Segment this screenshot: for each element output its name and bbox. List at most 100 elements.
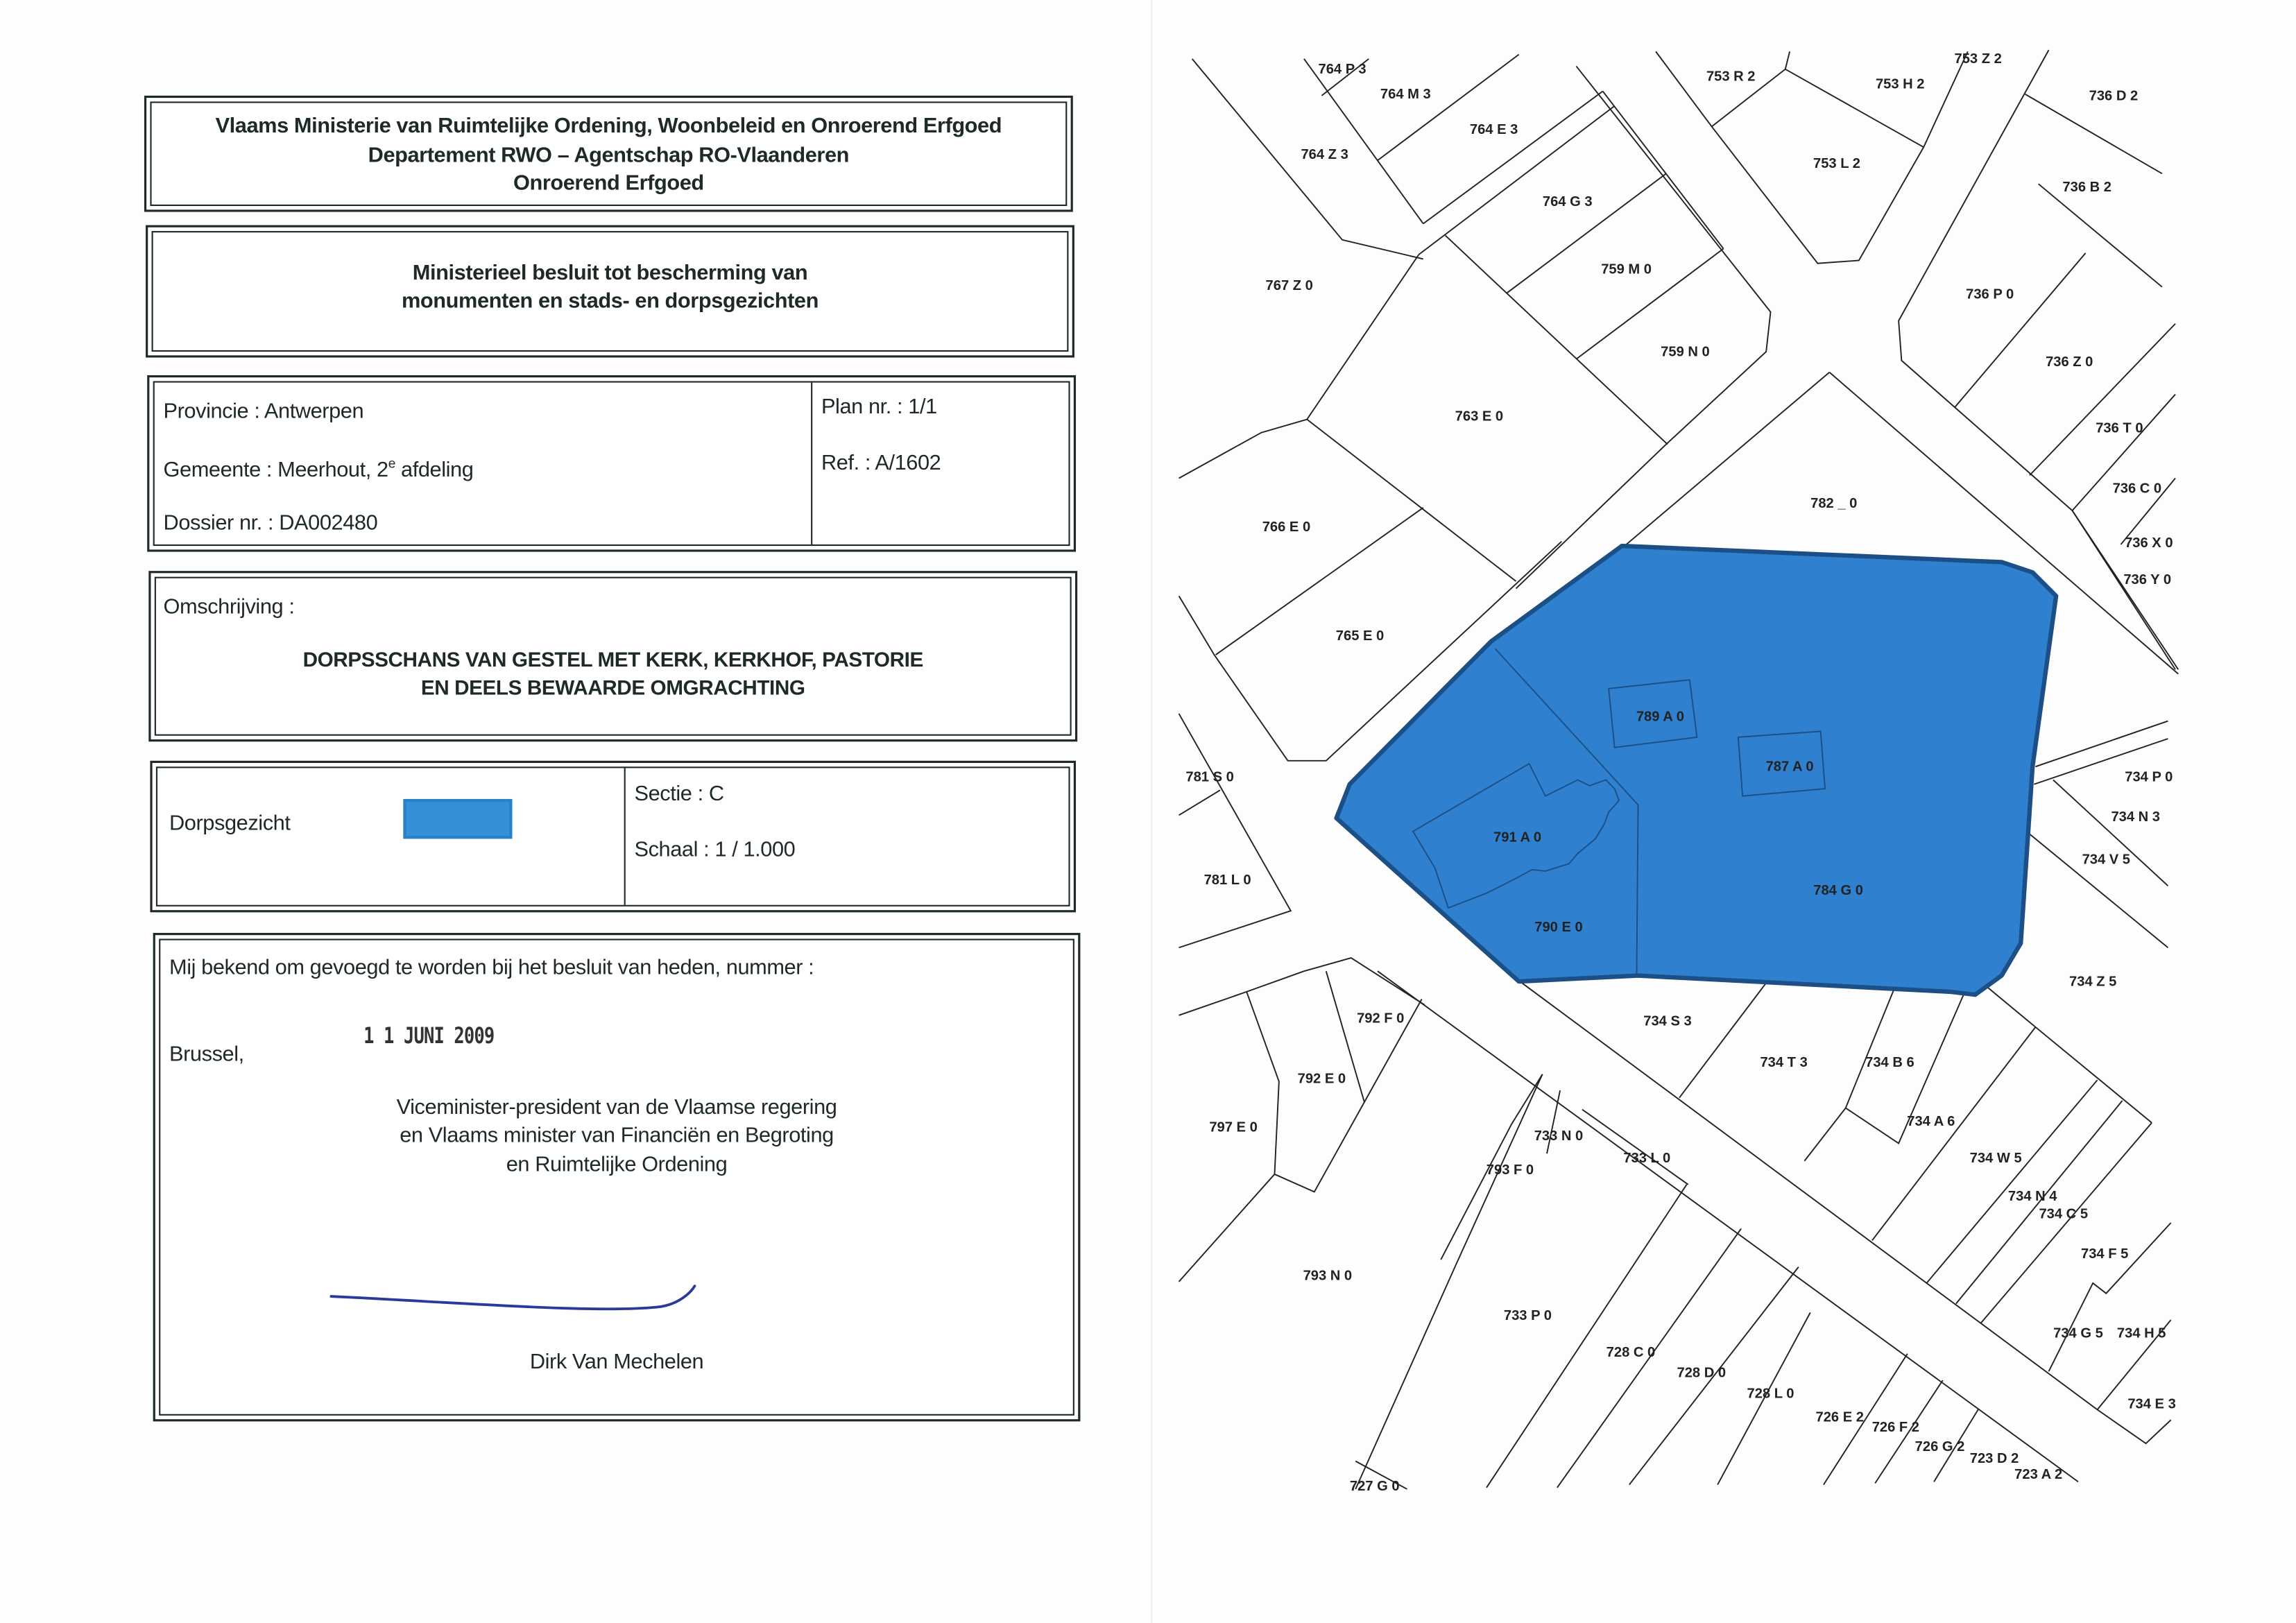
parcel-boundary-line xyxy=(1784,51,1791,69)
parcel-label: 764 Z 3 xyxy=(1301,147,1348,162)
parcel-boundary-line xyxy=(1178,541,1562,762)
ministry-name: Vlaams Ministerie van Ruimtelijke Ordeni… xyxy=(215,114,1002,139)
parcel-label: 764 G 3 xyxy=(1543,194,1593,209)
parcel-boundary-line xyxy=(2048,1222,2172,1372)
parcel-label: 782 _ 0 xyxy=(1810,496,1857,511)
parcel-label: 759 N 0 xyxy=(1661,344,1710,359)
parcel-label: 734 G 5 xyxy=(2053,1325,2103,1341)
parcel-boundary-line xyxy=(2035,720,2168,768)
parcel-boundary-line xyxy=(1325,970,1365,1103)
divider xyxy=(811,382,813,544)
decree-title-line1: Ministerieel besluit tot bescherming van xyxy=(412,261,808,286)
parcel-boundary-line xyxy=(1575,65,1772,445)
parcel-boundary-line xyxy=(2038,183,2163,288)
parcel-label: 790 E 0 xyxy=(1534,920,1582,935)
handwritten-signature xyxy=(329,1285,696,1311)
parcel-label: 728 C 0 xyxy=(1607,1345,1656,1360)
legend-label-dorpsgezicht: Dorpsgezicht xyxy=(169,812,291,836)
parcel-boundary-line xyxy=(1898,49,2179,670)
parcel-label: 767 Z 0 xyxy=(1266,278,1313,293)
decree-title-line2: monumenten en stads- en dorpsgezichten xyxy=(401,289,819,314)
parcel-label: 736 C 0 xyxy=(2113,481,2162,497)
church-outline xyxy=(1412,762,1620,909)
description-line1: DORPSSCHANS VAN GESTEL MET KERK, KERKHOF… xyxy=(302,647,924,671)
parcel-label: 787 A 0 xyxy=(1766,759,1814,775)
parcel-boundary-line xyxy=(1377,53,1520,162)
parcel-label: 734 W 5 xyxy=(1970,1151,2022,1166)
parcel-boundary-line xyxy=(1178,999,1423,1282)
parcel-boundary-line xyxy=(1980,1122,2152,1323)
parcel-boundary-line xyxy=(2071,393,2176,511)
parcel-label: 759 M 0 xyxy=(1601,262,1652,277)
parcel-label: 784 G 0 xyxy=(1813,883,1863,898)
parcel-label: 734 A 6 xyxy=(1907,1114,1955,1129)
ministry-header-box: Vlaams Ministerie van Ruimtelijke Ordeni… xyxy=(150,101,1068,207)
parcel-label: 726 G 2 xyxy=(1915,1439,1965,1454)
parcel-boundary-line xyxy=(1804,988,1895,1162)
parcel-boundary-line xyxy=(1955,1100,2123,1305)
parcel-label: 734 T 3 xyxy=(1760,1055,1807,1070)
parcel-label: 734 B 6 xyxy=(1865,1055,1914,1070)
parcel-label: 766 E 0 xyxy=(1262,519,1310,535)
parcel-label: 734 S 3 xyxy=(1643,1014,1691,1029)
parcel-label: 791 A 0 xyxy=(1493,830,1541,845)
parcel-label: 792 E 0 xyxy=(1298,1071,1346,1086)
provincie-field: Provincie : Antwerpen xyxy=(163,400,364,424)
parcel-boundary-line xyxy=(1377,970,2079,1483)
parcel-label: 764 E 3 xyxy=(1470,122,1518,137)
reference-field: Ref. : A/1602 xyxy=(821,452,941,476)
parcel-label: 727 G 0 xyxy=(1350,1479,1400,1494)
parcel-boundary-line xyxy=(1306,418,1517,582)
parcel-label: 753 H 2 xyxy=(1876,76,1925,92)
gemeente-text: Gemeente : Meerhout, 2 xyxy=(163,458,389,483)
parcel-boundary-line xyxy=(1679,982,1767,1099)
parcel-label: 797 E 0 xyxy=(1209,1119,1257,1135)
parcel-boundary-line xyxy=(1575,248,1724,360)
signatory-role-line1: Viceminister-president van de Vlaamse re… xyxy=(396,1096,837,1120)
parcel-label: 753 L 2 xyxy=(1813,156,1860,171)
parcel-label: 734 H 5 xyxy=(2117,1325,2166,1341)
signatory-name: Dirk Van Mechelen xyxy=(529,1350,704,1375)
parcel-label: 733 N 0 xyxy=(1534,1128,1584,1144)
parcel-boundary-line xyxy=(1625,372,1831,545)
parcel-boundary-line xyxy=(1933,1409,1979,1482)
parcel-boundary-line xyxy=(1418,105,1616,255)
parcel-label: 723 D 2 xyxy=(1970,1451,2019,1466)
parcel-label: 728 L 0 xyxy=(1747,1386,1794,1401)
department-name: Departement RWO – Agentschap RO-Vlaander… xyxy=(368,144,850,168)
parcel-boundary-line xyxy=(1515,444,1667,590)
parcel-label: 734 N 4 xyxy=(2008,1189,2057,1204)
description-box: Omschrijving : DORPSSCHANS VAN GESTEL ME… xyxy=(154,576,1072,736)
parcel-boundary-line xyxy=(1515,978,2172,1445)
signatory-role-line2: en Vlaams minister van Financiën en Begr… xyxy=(400,1124,834,1148)
parcel-boundary-line xyxy=(1717,1312,1811,1486)
parcel-label: 753 Z 2 xyxy=(1955,51,2002,67)
parcel-boundary-line xyxy=(1486,1184,1688,1488)
parcel-boundary-line xyxy=(1303,58,1424,225)
parcel-label: 763 E 0 xyxy=(1455,409,1503,424)
parcel-boundary-line xyxy=(2096,1319,2172,1411)
parcel-label: 734 F 5 xyxy=(2081,1246,2128,1262)
parcel-boundary-line xyxy=(1321,58,1369,96)
parcel-boundary-line xyxy=(1954,252,2087,409)
gemeente-superscript: e xyxy=(388,456,396,471)
parcel-label: 734 V 5 xyxy=(2082,852,2130,867)
parcel-label: 793 F 0 xyxy=(1487,1162,1534,1178)
gemeente-field: Gemeente : Meerhout, 2e afdeling xyxy=(164,456,474,483)
parcel-boundary-line xyxy=(1179,789,1221,816)
parcel-label: 736 D 2 xyxy=(2089,88,2139,103)
parcel-label: 734 N 3 xyxy=(2111,809,2160,825)
agency-name: Onroerend Erfgoed xyxy=(513,172,704,196)
protected-area xyxy=(1334,543,2059,997)
parcel-label: 765 E 0 xyxy=(1336,628,1384,644)
parcel-boundary-line xyxy=(1355,1074,1543,1490)
parcel-boundary-line xyxy=(1602,90,1724,250)
parcel-boundary-line xyxy=(1191,58,1424,260)
parcel-label: 733 P 0 xyxy=(1504,1308,1552,1323)
parcel-boundary-line xyxy=(1246,991,1280,1175)
description-line2: EN DEELS BEWAARDE OMGRACHTING xyxy=(420,675,805,699)
parcel-boundary-line xyxy=(2120,477,2176,545)
parcel-boundary-line xyxy=(1444,234,1668,445)
